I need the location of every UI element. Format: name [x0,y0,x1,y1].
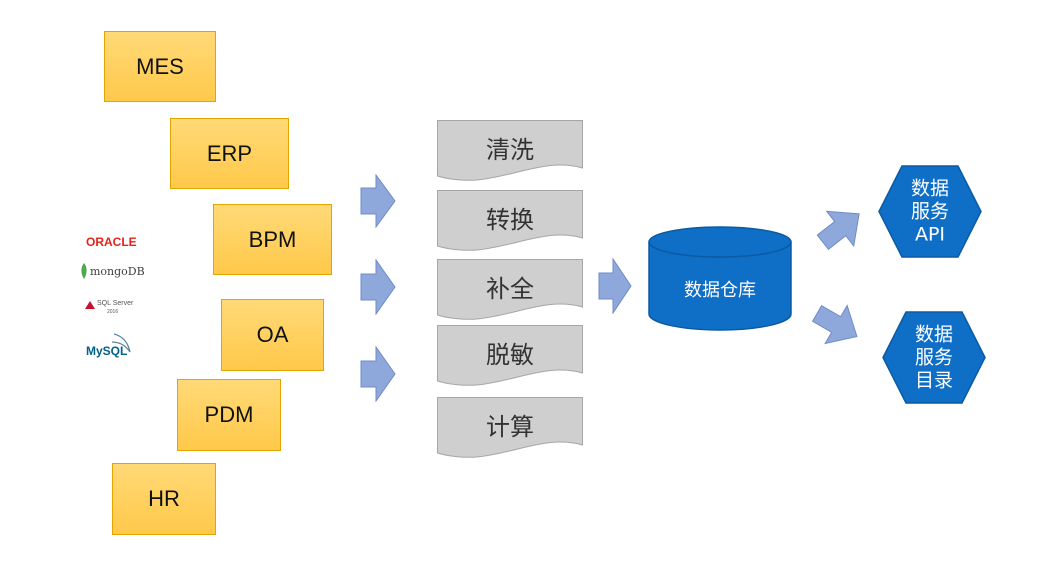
mongodb-leaf-icon [81,263,87,279]
source-label-hr: HR [148,486,180,511]
step-label-transform: 转换 [486,206,534,234]
mysql-logo: MySQL [86,332,131,358]
data-service-catalog-hexagon: 数据 服务 目录 [882,311,986,404]
source-label-erp: ERP [206,140,253,166]
arrow-up-right-icon [816,210,860,250]
service-api-line-2: 服务 [910,200,949,222]
arrow-right-icon [360,174,396,228]
arrow-right-icon [598,258,632,314]
step-label-complete: 补全 [486,275,534,303]
step-label-clean: 清洗 [486,136,534,164]
oracle-logo: ORACLE [86,233,137,251]
source-label-mes: MES [136,53,184,79]
oracle-logo-text: ORACLE [86,235,137,249]
step-doc-clean: 清洗 [437,120,583,182]
step-doc-complete: 补全 [437,259,583,321]
arrow-right-icon [360,346,396,402]
sqlserver-icon [85,301,95,309]
source-box-mes: MES [104,31,216,102]
data-service-api-hexagon: 数据 服务 API [878,165,982,258]
service-catalog-line-2: 服务 [914,346,953,368]
step-doc-transform: 转换 [437,190,583,252]
mongodb-logo: mongoDB [80,263,145,279]
step-label-desensitize: 脱敏 [486,341,534,369]
source-box-pdm: PDM [177,379,281,451]
mysql-dolphin-icon [111,333,131,353]
source-label-bpm: BPM [248,226,297,252]
service-catalog-line-1: 数据 [914,323,953,345]
mysql-logo-text: MySQL [86,344,128,358]
sqlserver-logo: SQL Server 2016 [84,300,133,316]
mongodb-logo-text: mongoDB [90,264,145,278]
arrow-right-icon [360,259,396,315]
source-box-hr: HR [112,463,216,535]
step-label-compute: 计算 [486,413,534,441]
source-box-erp: ERP [170,118,289,189]
service-catalog-line-3: 目录 [914,369,953,391]
step-doc-desensitize: 脱敏 [437,325,583,387]
step-doc-compute: 计算 [437,397,583,459]
source-label-pdm: PDM [204,402,254,427]
arrow-down-right-icon [812,304,858,345]
data-warehouse-label: 数据仓库 [684,280,756,301]
service-api-line-1: 数据 [910,177,949,199]
data-warehouse-cylinder: 数据仓库 [648,226,792,332]
source-label-oa: OA [256,322,289,347]
service-api-line-3: API [914,223,946,245]
sqlserver-year-text: 2016 [107,309,119,315]
source-box-oa: OA [221,299,324,371]
sqlserver-logo-text: SQL Server [97,300,134,307]
source-box-bpm: BPM [213,204,332,275]
